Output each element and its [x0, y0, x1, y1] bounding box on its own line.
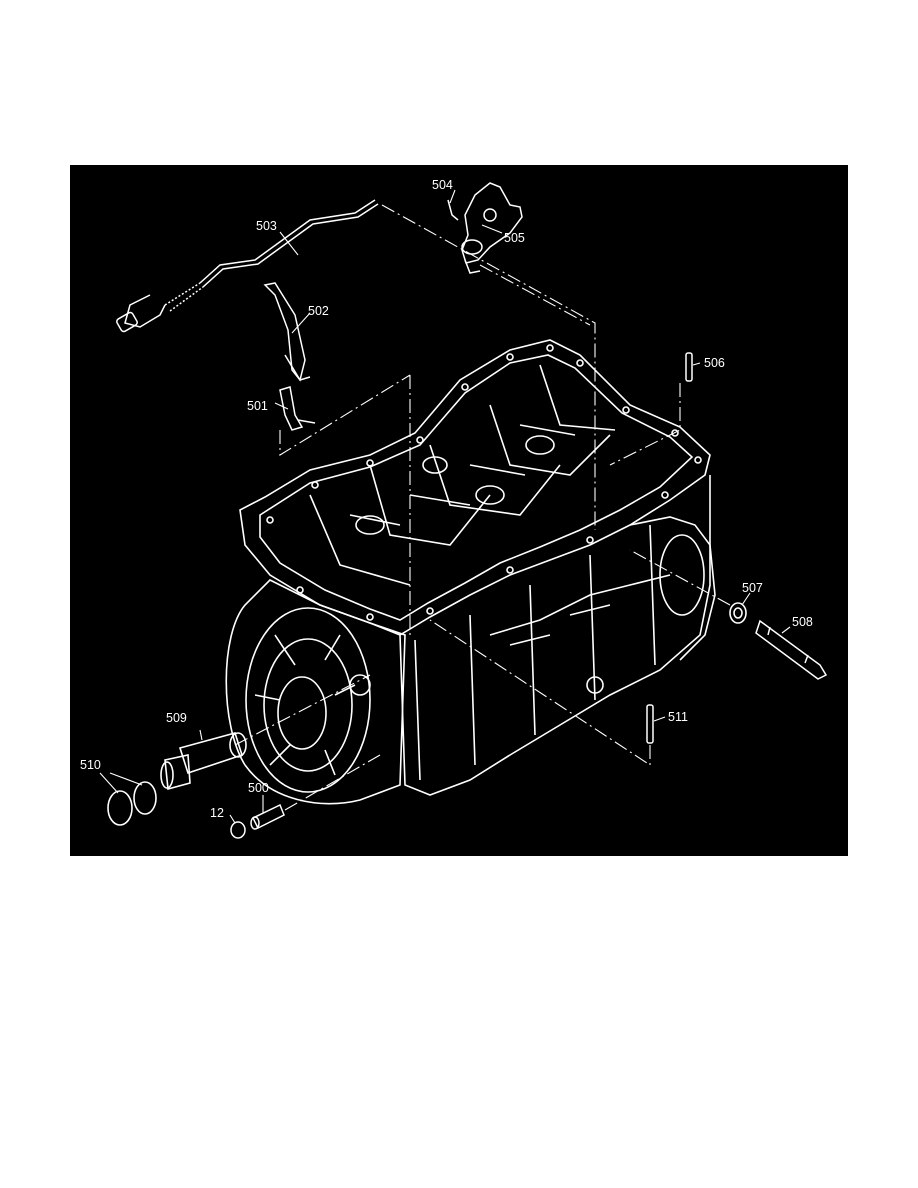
- part-509-sleeve: [160, 732, 247, 791]
- part-501-clip: [279, 386, 316, 431]
- callout-500: 500: [248, 781, 269, 795]
- callout-502: 502: [308, 304, 329, 318]
- part-505-lever: [461, 182, 523, 274]
- diagram-canvas: 503 502 501 504 505 506 507 508 509 510 …: [80, 178, 828, 839]
- assembly-lines: [234, 204, 731, 811]
- callout-509: 509: [166, 711, 187, 725]
- transmission-case: [225, 339, 716, 805]
- callout-506: 506: [704, 356, 725, 370]
- callout-12: 12: [210, 806, 224, 820]
- part-511-pin: [646, 704, 654, 744]
- callout-510: 510: [80, 758, 101, 772]
- callout-503: 503: [256, 219, 277, 233]
- callout-511: 511: [668, 710, 688, 724]
- part-508-shaft: [755, 619, 828, 680]
- part-502-spring: [263, 282, 311, 382]
- part-510-orings: [107, 781, 157, 826]
- callout-504: 504: [432, 178, 453, 192]
- callout-501: 501: [247, 399, 268, 413]
- exploded-view-diagram: 503 502 501 504 505 506 507 508 509 510 …: [70, 165, 848, 856]
- callout-505: 505: [504, 231, 525, 245]
- part-503-rod: [116, 199, 379, 333]
- callout-508: 508: [792, 615, 813, 629]
- part-504-pin: [447, 199, 459, 221]
- part-506-pin: [685, 352, 693, 382]
- part-12-plug: [230, 821, 246, 839]
- leader-lines: [99, 189, 791, 824]
- part-500-pin: [250, 803, 285, 830]
- callout-507: 507: [742, 581, 763, 595]
- part-507-seal: [729, 602, 747, 624]
